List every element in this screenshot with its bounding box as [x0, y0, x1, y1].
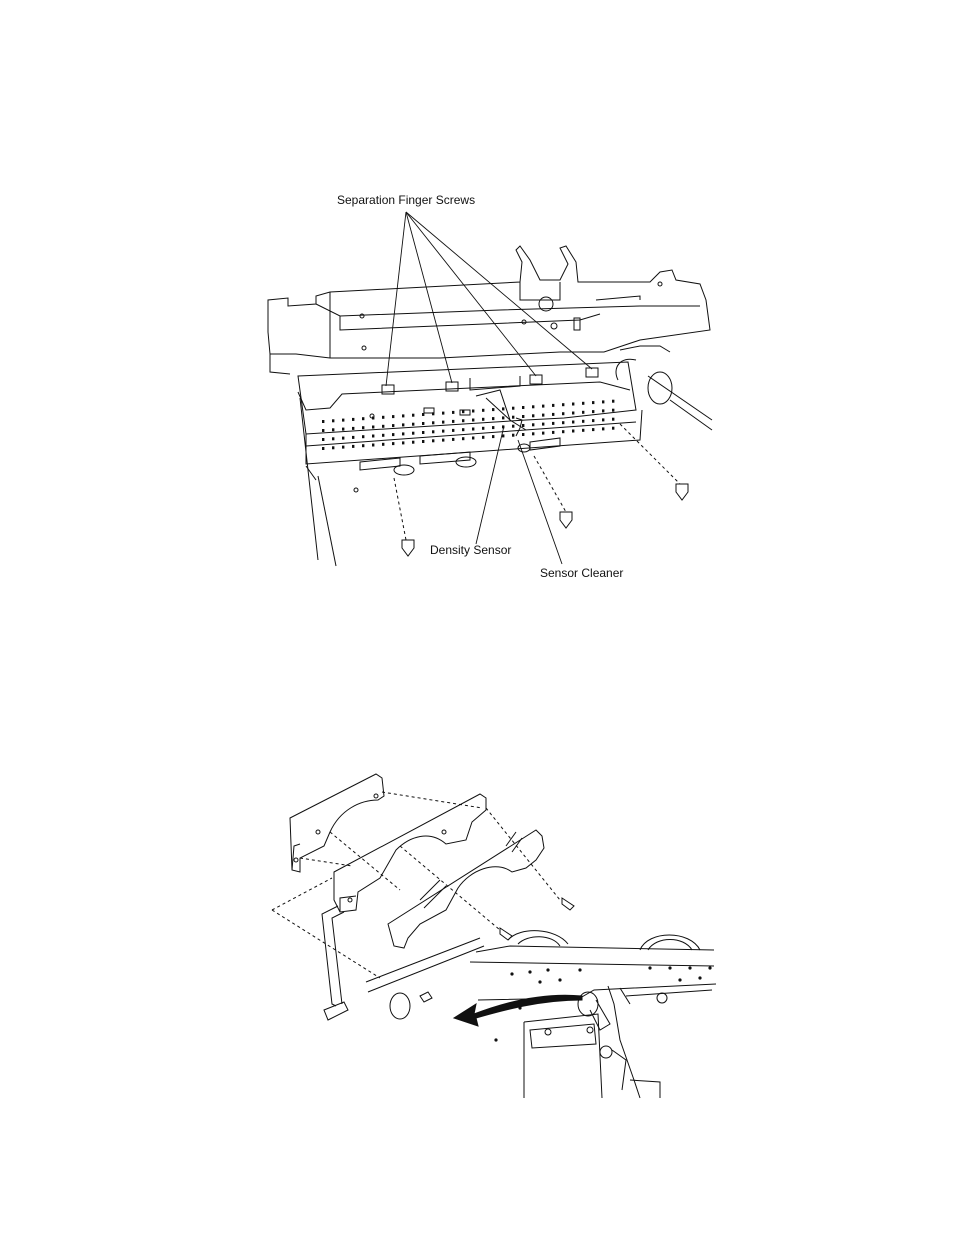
screw-icon [562, 898, 574, 910]
rail [366, 938, 484, 1019]
direction-arrow-icon [454, 995, 582, 1026]
bracket-plate-3 [388, 830, 544, 948]
screw-icon [420, 992, 432, 1002]
machine-frame [470, 931, 716, 1098]
sensor-cable [322, 906, 348, 1020]
bracket-plate-1 [290, 774, 384, 872]
bracket-plate-2 [334, 794, 486, 912]
assembly-guides [272, 792, 560, 978]
